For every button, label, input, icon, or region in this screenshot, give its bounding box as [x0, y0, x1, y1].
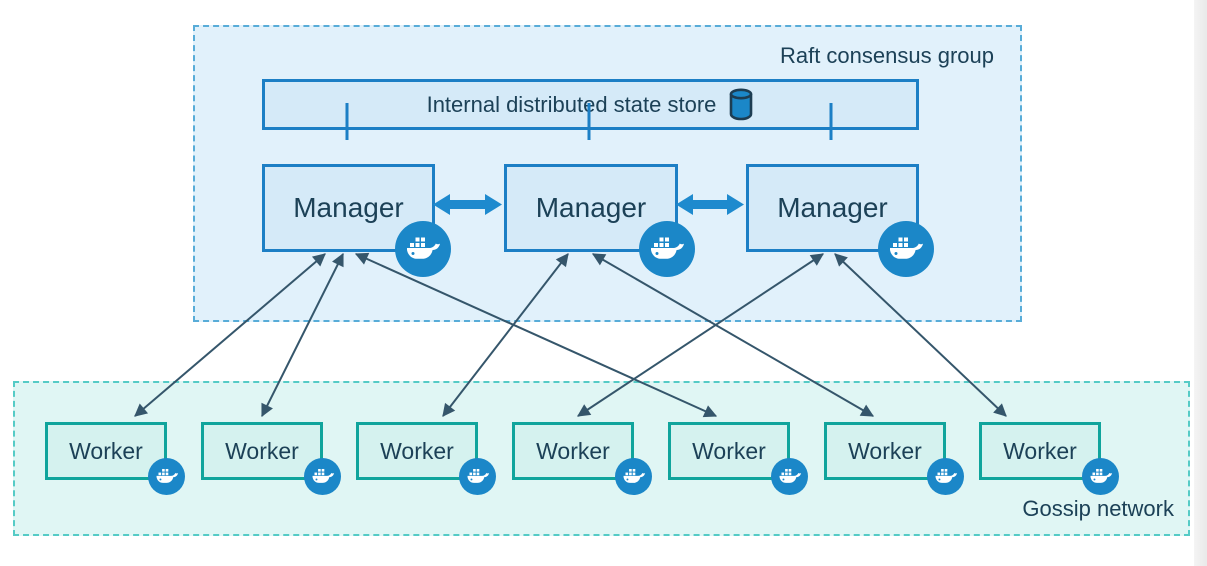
worker-label: Worker	[380, 437, 454, 464]
raft-group-label: Raft consensus group	[779, 43, 994, 68]
manager-label: Manager	[535, 192, 647, 223]
worker-label: Worker	[536, 437, 610, 464]
state-store-node: Internal distributed state store	[262, 79, 919, 130]
manager-label: Manager	[777, 192, 888, 223]
docker-whale-icon	[878, 221, 934, 277]
gossip-network-group: Gossip network Worker Worker Worker Work…	[13, 381, 1190, 536]
docker-whale-icon	[459, 458, 496, 495]
manager-label: Manager	[293, 192, 404, 223]
docker-whale-icon	[615, 458, 652, 495]
window-edge-gutter	[1194, 0, 1207, 566]
docker-whale-icon	[927, 458, 964, 495]
worker-node-3: Worker	[356, 422, 478, 480]
docker-whale-icon	[771, 458, 808, 495]
docker-whale-icon	[639, 221, 695, 277]
state-store-label: Internal distributed state store	[426, 91, 717, 117]
worker-label: Worker	[69, 437, 143, 464]
worker-node-6: Worker	[824, 422, 946, 480]
worker-node-1: Worker	[45, 422, 167, 480]
worker-node-5: Worker	[668, 422, 790, 480]
docker-whale-icon	[148, 458, 185, 495]
worker-node-7: Worker	[979, 422, 1101, 480]
database-icon	[728, 88, 754, 121]
raft-consensus-group: Raft consensus group Internal distribute…	[193, 25, 1022, 322]
docker-whale-icon	[395, 221, 451, 277]
gossip-network-label: Gossip network	[1022, 496, 1174, 521]
worker-label: Worker	[1003, 437, 1077, 464]
worker-node-2: Worker	[201, 422, 323, 480]
docker-whale-icon	[1082, 458, 1119, 495]
docker-whale-icon	[304, 458, 341, 495]
worker-label: Worker	[692, 437, 766, 464]
worker-label: Worker	[225, 437, 299, 464]
worker-label: Worker	[848, 437, 922, 464]
worker-node-4: Worker	[512, 422, 634, 480]
manager-node-1: Manager	[262, 164, 435, 252]
